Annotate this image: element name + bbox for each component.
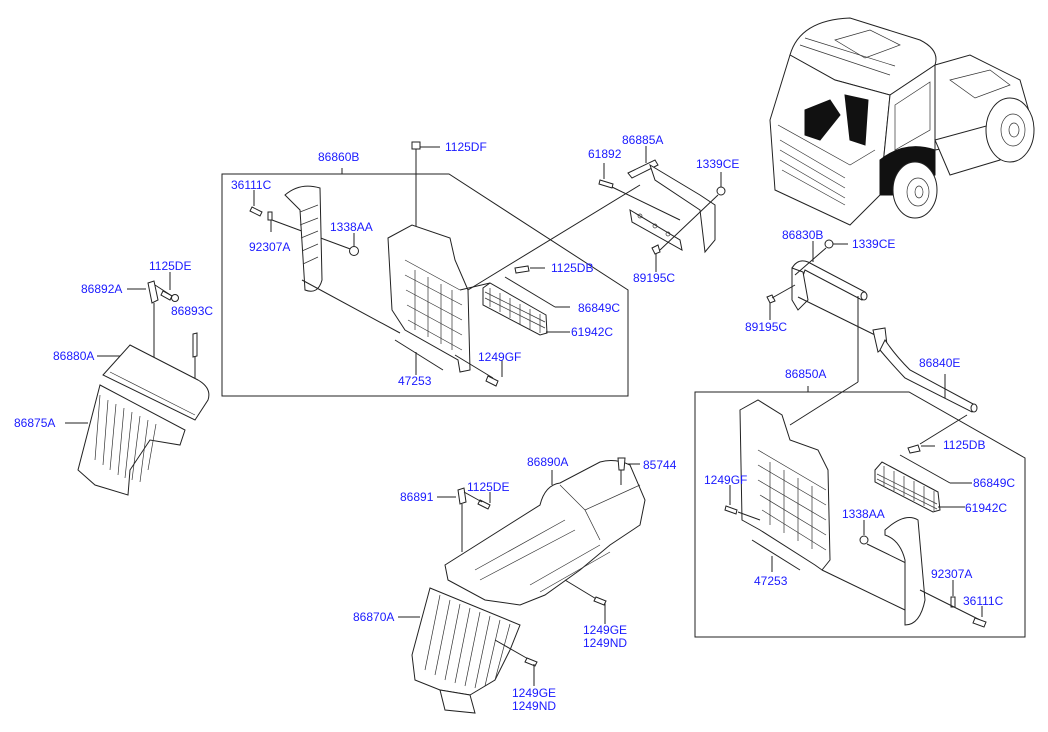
part-label-1249ND[interactable]: 1249ND <box>583 636 628 650</box>
part-label-1339CE[interactable]: 1339CE <box>696 157 740 171</box>
leader-lines <box>65 241 814 618</box>
part-label-1249GF[interactable]: 1249GF <box>478 350 522 364</box>
part-label-47253[interactable]: 47253 <box>398 374 432 388</box>
part-label-86885A[interactable]: 86885A <box>622 133 664 147</box>
upper-assembly-box <box>221 141 641 397</box>
part-label-1125DB[interactable]: 1125DB <box>551 261 594 275</box>
part-label-86890A[interactable]: 86890A <box>527 455 569 469</box>
part-label-86850A[interactable]: 86850A <box>785 367 827 381</box>
part-label-47253-right[interactable]: 47253 <box>754 574 788 588</box>
part-label-1125DF[interactable]: 1125DF <box>445 140 487 154</box>
part-label-86892A[interactable]: 86892A <box>81 282 123 296</box>
part-label-86840E[interactable]: 86840E <box>919 356 961 370</box>
part-label-61892[interactable]: 61892 <box>588 147 622 161</box>
part-label-86875A[interactable]: 86875A <box>14 416 56 430</box>
upper-bracket-drawing <box>598 146 726 272</box>
part-label-1338AA[interactable]: 1338AA <box>330 220 373 234</box>
part-label-92307A-right[interactable]: 92307A <box>931 567 973 581</box>
bottom-fender-drawing <box>411 457 646 714</box>
part-label-61942C-right[interactable]: 61942C <box>965 501 1008 515</box>
left-mudguard-drawing <box>77 280 210 496</box>
part-label-1249ND-lower[interactable]: 1249ND <box>512 699 557 713</box>
part-label-1339CE-right[interactable]: 1339CE <box>852 237 896 251</box>
part-label-1125DB-right[interactable]: 1125DB <box>943 438 986 452</box>
part-label-86860B[interactable]: 86860B <box>318 150 360 164</box>
part-label-86849C-right[interactable]: 86849C <box>973 476 1016 490</box>
part-label-36111C-right[interactable]: 36111C <box>963 594 1004 608</box>
part-label-1249GE[interactable]: 1249GE <box>583 623 628 637</box>
part-label-36111C[interactable]: 36111C <box>231 178 272 192</box>
part-label-86830B[interactable]: 86830B <box>782 228 824 242</box>
part-label-86880A[interactable]: 86880A <box>53 349 95 363</box>
part-label-92307A[interactable]: 92307A <box>249 240 291 254</box>
part-label-1338AA-right[interactable]: 1338AA <box>842 507 885 521</box>
lower-right-assembly-box <box>694 386 1026 638</box>
part-label-1125DE[interactable]: 1125DE <box>149 259 192 273</box>
part-label-85744[interactable]: 85744 <box>643 458 677 472</box>
part-label-1249GF-right[interactable]: 1249GF <box>704 473 748 487</box>
part-label-86870A[interactable]: 86870A <box>353 610 395 624</box>
part-label-89195C-right[interactable]: 89195C <box>745 320 788 334</box>
part-label-1125DE-bottom[interactable]: 1125DE <box>467 480 510 494</box>
part-label-1249GE-lower[interactable]: 1249GE <box>512 686 557 700</box>
part-label-89195C[interactable]: 89195C <box>633 271 676 285</box>
part-label-86891[interactable]: 86891 <box>400 490 434 504</box>
right-bracket-drawing <box>766 239 978 445</box>
part-label-61942C[interactable]: 61942C <box>571 325 614 339</box>
part-label-86893C[interactable]: 86893C <box>171 304 214 318</box>
part-label-86849C[interactable]: 86849C <box>578 301 621 315</box>
truck-illustration <box>769 17 1035 226</box>
